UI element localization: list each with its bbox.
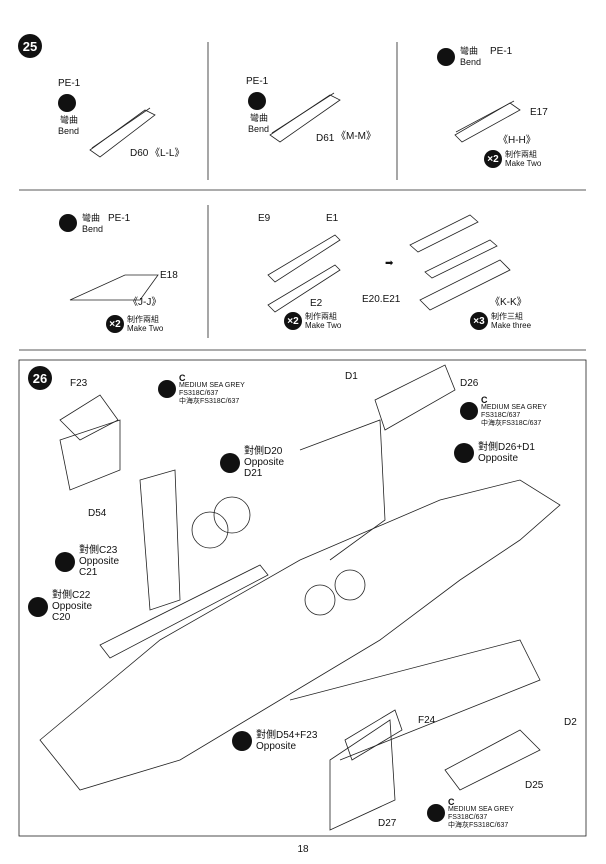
bend-en-ll: Bend	[58, 126, 80, 136]
bend-icon	[248, 92, 266, 110]
page-number: 18	[297, 844, 309, 855]
bend-en-jj: Bend	[82, 224, 104, 234]
double-arrow-icon	[28, 596, 48, 617]
bend-zh-hh: 彎曲	[460, 46, 479, 56]
part-e2: E2	[310, 298, 323, 309]
part-f24: F24	[418, 715, 436, 726]
view-kk: 《K-K》	[490, 297, 527, 308]
brush-icon	[427, 804, 445, 822]
bend-zh-mm: 彎曲	[250, 113, 269, 123]
double-arrow-icon	[454, 443, 474, 463]
part-d2: D2	[564, 717, 577, 728]
view-mm: 《M-M》	[336, 131, 376, 142]
part-d60: D60	[130, 148, 149, 159]
pe-label-hh: PE-1	[490, 46, 513, 57]
pe-label-mm: PE-1	[246, 76, 269, 87]
view-ll: 《L-L》	[150, 148, 185, 159]
bend-en-hh: Bend	[460, 57, 482, 67]
view-jj: 《J-J》	[128, 297, 162, 308]
step-number-25: 25	[18, 34, 42, 58]
pe-label-ll: PE-1	[58, 78, 81, 89]
brush-icon	[460, 402, 478, 420]
view-hh: 《H-H》	[498, 135, 536, 146]
double-arrow-icon	[232, 731, 252, 751]
step-number-26: 26	[28, 366, 52, 390]
part-d27: D27	[378, 818, 397, 829]
bend-icon	[437, 48, 455, 66]
bend-zh-jj: 彎曲	[82, 213, 101, 223]
part-f23: F23	[70, 378, 88, 389]
double-arrow-icon	[220, 452, 240, 473]
part-d61: D61	[316, 133, 335, 144]
part-d25: D25	[525, 780, 544, 791]
arrow-icon: ➡	[385, 258, 394, 269]
parts-e20-e21: E20.E21	[362, 294, 401, 305]
bend-icon	[59, 214, 77, 232]
part-e1: E1	[326, 213, 339, 224]
brush-icon	[158, 380, 176, 398]
bend-zh-ll: 彎曲	[60, 115, 79, 125]
part-e18: E18	[160, 270, 178, 281]
double-arrow-icon	[55, 551, 75, 572]
part-d26: D26	[460, 378, 479, 389]
pe-label-jj: PE-1	[108, 213, 131, 224]
part-e17: E17	[530, 107, 548, 118]
bend-en-mm: Bend	[248, 124, 270, 134]
part-d54: D54	[88, 508, 107, 519]
part-e9: E9	[258, 213, 271, 224]
part-d1: D1	[345, 371, 358, 382]
bend-icon	[58, 94, 76, 112]
